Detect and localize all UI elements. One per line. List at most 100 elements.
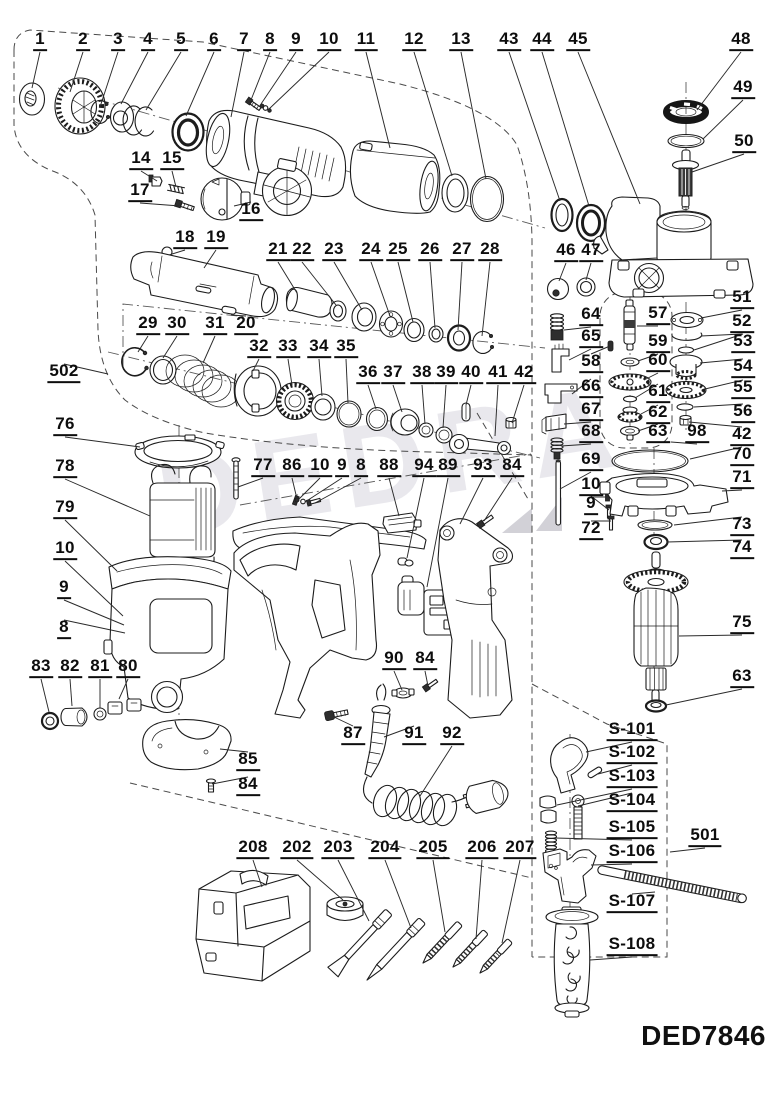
part-92-power-cord (362, 776, 509, 827)
leader-line-10 (268, 51, 330, 110)
leader-line-55 (704, 379, 744, 390)
leader-line-69 (559, 471, 592, 490)
leader-line-67 (563, 421, 592, 425)
part-s107-depth-rod (597, 865, 747, 904)
leader-line-94 (406, 477, 425, 559)
leader-line-74 (666, 539, 743, 543)
part-8-9-10-screws-mid (294, 497, 322, 507)
part-20-pin (221, 305, 237, 315)
leader-line-2 (69, 51, 84, 93)
leader-line-6 (185, 51, 215, 117)
part-203-flat-chisel (327, 909, 392, 978)
leader-line-11 (365, 51, 391, 149)
part-6-seal-ring (171, 112, 205, 152)
leader-line-14 (140, 170, 158, 182)
leader-line-53 (693, 333, 744, 351)
leader-line-28 (481, 261, 491, 337)
leader-line-66 (571, 378, 592, 395)
part-44-bearing-ring (575, 203, 607, 243)
part-1-washer (18, 82, 46, 116)
part-25-ring (403, 317, 425, 343)
leader-line-23 (333, 261, 363, 311)
leader-line-51 (700, 309, 743, 319)
leader-line-21 (277, 261, 298, 294)
part-62-bevel-gear (617, 406, 643, 423)
leader-line-70 (689, 446, 743, 460)
part-3-circlip (90, 99, 111, 124)
part-38-ring (418, 422, 434, 438)
part-8-9-10-screw-set (244, 96, 272, 113)
part-39-ring (435, 426, 453, 444)
part-s108-handle-grip (545, 906, 599, 1018)
part-5-wave-springs (122, 105, 155, 137)
leader-line-90 (393, 670, 403, 691)
leader-line-S-107 (631, 891, 656, 895)
leader-line-206 (475, 859, 483, 940)
leader-line-88 (388, 477, 400, 517)
leader-line-77 (237, 477, 264, 488)
leader-line-71 (721, 489, 743, 492)
part-59-ring (620, 357, 640, 367)
leader-line-44 (541, 51, 590, 207)
part-53-washer (677, 346, 695, 354)
part-13-o-ring (469, 175, 505, 223)
leader-lines (31, 51, 745, 961)
part-71-gearbox-plate (599, 472, 729, 517)
leader-line-39 (442, 384, 447, 429)
part-51-bearing (670, 311, 704, 329)
part-76-support-ring (134, 434, 225, 469)
leader-line-82 (69, 678, 73, 707)
part-22-ring (329, 300, 347, 322)
part-85-bottom-cap (142, 718, 232, 771)
leader-line-60 (643, 372, 659, 381)
part-12-flange-ring (441, 173, 469, 213)
leader-line-10 (297, 477, 321, 501)
section-boundaries (13, 29, 673, 958)
part-207-drill-bit (479, 938, 513, 974)
part-84-screw-clamp (421, 678, 439, 693)
part-30-ring (149, 355, 177, 385)
part-42-nut-right (679, 414, 692, 426)
part-205-drill-bit (422, 921, 463, 964)
part-82-brush-cap (60, 707, 88, 727)
leader-line-3 (99, 51, 119, 108)
leader-line-205 (432, 859, 446, 933)
part-33-toothed-ring (275, 381, 315, 421)
leader-line-63 (665, 688, 743, 706)
leader-line-73 (673, 516, 743, 526)
leader-line-33 (287, 358, 293, 386)
part-50-selector-shaft (671, 149, 700, 210)
part-84-screw-right (475, 514, 494, 530)
leader-line-93 (459, 477, 484, 525)
leader-line-84 (211, 776, 249, 785)
part-78-stator (149, 463, 216, 572)
part-63-bearing (619, 425, 641, 441)
part-68-spring-set (550, 437, 564, 460)
part-73-ring (637, 519, 673, 531)
leader-line-207 (501, 859, 521, 944)
part-45-gear-housing (593, 196, 754, 299)
leader-line-83 (40, 678, 50, 713)
leader-line-9 (63, 599, 125, 626)
part-84-screw-bottom (205, 778, 217, 793)
leader-line-19 (203, 249, 217, 269)
leader-line-56 (693, 403, 744, 408)
leader-line-204 (384, 859, 412, 929)
leader-line-43 (508, 51, 561, 202)
leader-line-1 (31, 51, 41, 89)
part-15-spring (167, 183, 185, 195)
leader-line-35 (345, 358, 349, 404)
leader-line-7 (230, 51, 245, 118)
leader-line-26 (429, 261, 436, 329)
leader-line-54 (699, 358, 744, 364)
leader-line-76 (64, 436, 141, 448)
leader-line-42 (688, 421, 743, 428)
leader-line-78 (64, 478, 151, 517)
leader-line-40 (465, 384, 472, 406)
leader-line-15 (171, 170, 177, 188)
leader-line-S-106 (590, 863, 633, 866)
part-58-pin (607, 340, 614, 352)
leader-line-203 (337, 859, 370, 922)
leader-line-64 (563, 326, 592, 331)
